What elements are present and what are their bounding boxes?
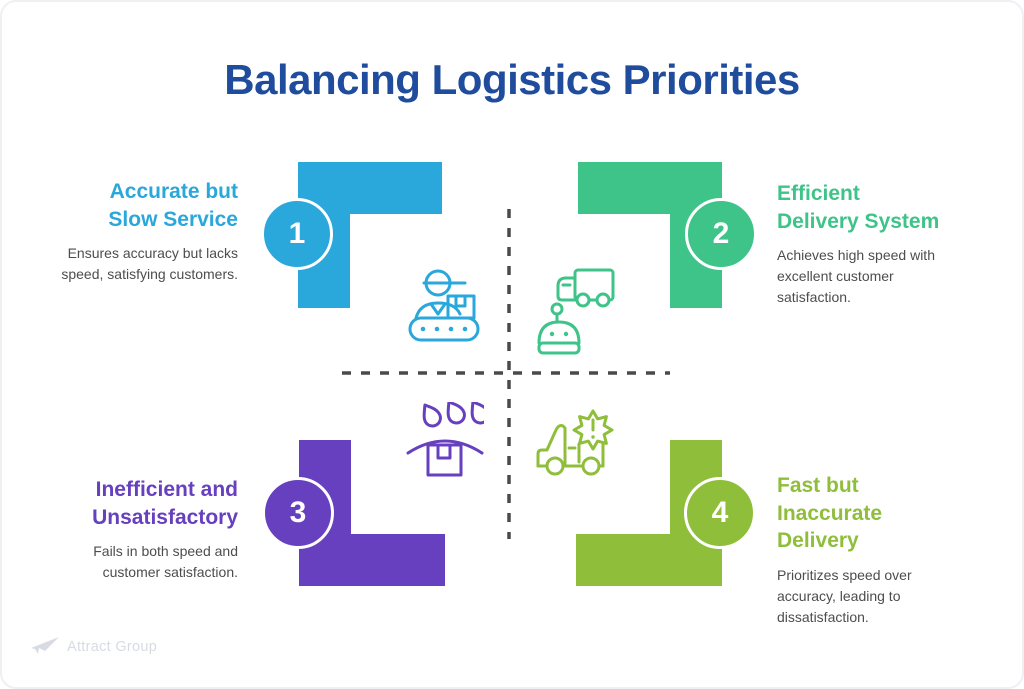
step-number: 1 xyxy=(288,217,306,250)
quadrant-2-heading: Efficient Delivery System xyxy=(777,182,940,233)
truck-warning-burst-icon xyxy=(536,409,614,476)
step-number: 3 xyxy=(289,496,307,529)
quadrant-2-text-block: Efficient Delivery System Achieves high … xyxy=(777,180,992,308)
step-number: 4 xyxy=(711,496,729,529)
page-title: Balancing Logistics Priorities xyxy=(224,56,800,103)
rain-damaged-package-icon xyxy=(406,402,484,477)
step-number-badge-2: 2 xyxy=(685,198,757,270)
paper-plane-icon xyxy=(31,637,59,654)
quadrant-3-heading: Inefficient and Unsatisfactory xyxy=(92,478,238,529)
step-number: 2 xyxy=(712,217,730,250)
delivery-robot-truck-icon xyxy=(537,268,615,355)
step-number-badge-3: 3 xyxy=(262,477,334,549)
quadrant-3-description: Fails in both speed and customer satisfa… xyxy=(93,543,238,581)
footer-logo: Attract Group xyxy=(30,636,157,658)
step-number-badge-1: 1 xyxy=(261,198,333,270)
quadrant-1-text-block: Accurate but Slow Service Ensures accura… xyxy=(2,178,238,285)
quadrant-3-text-block: Inefficient and Unsatisfactory Fails in … xyxy=(2,476,238,583)
footer-logo-text: Attract Group xyxy=(67,639,158,655)
step-number-badge-4: 4 xyxy=(684,477,756,549)
quadrant-1-heading: Accurate but Slow Service xyxy=(108,180,238,231)
quadrant-2-description: Achieves high speed with excellent custo… xyxy=(777,247,935,306)
quadrant-4-description: Prioritizes speed over accuracy, leading… xyxy=(777,567,912,626)
worker-conveyor-icon xyxy=(408,269,480,342)
quadrant-1-description: Ensures accuracy but lacks speed, satisf… xyxy=(61,245,238,283)
quadrant-4-heading: Fast but Inaccurate Delivery xyxy=(777,474,883,553)
quadrant-4-text-block: Fast but Inaccurate Delivery Prioritizes… xyxy=(777,472,992,628)
